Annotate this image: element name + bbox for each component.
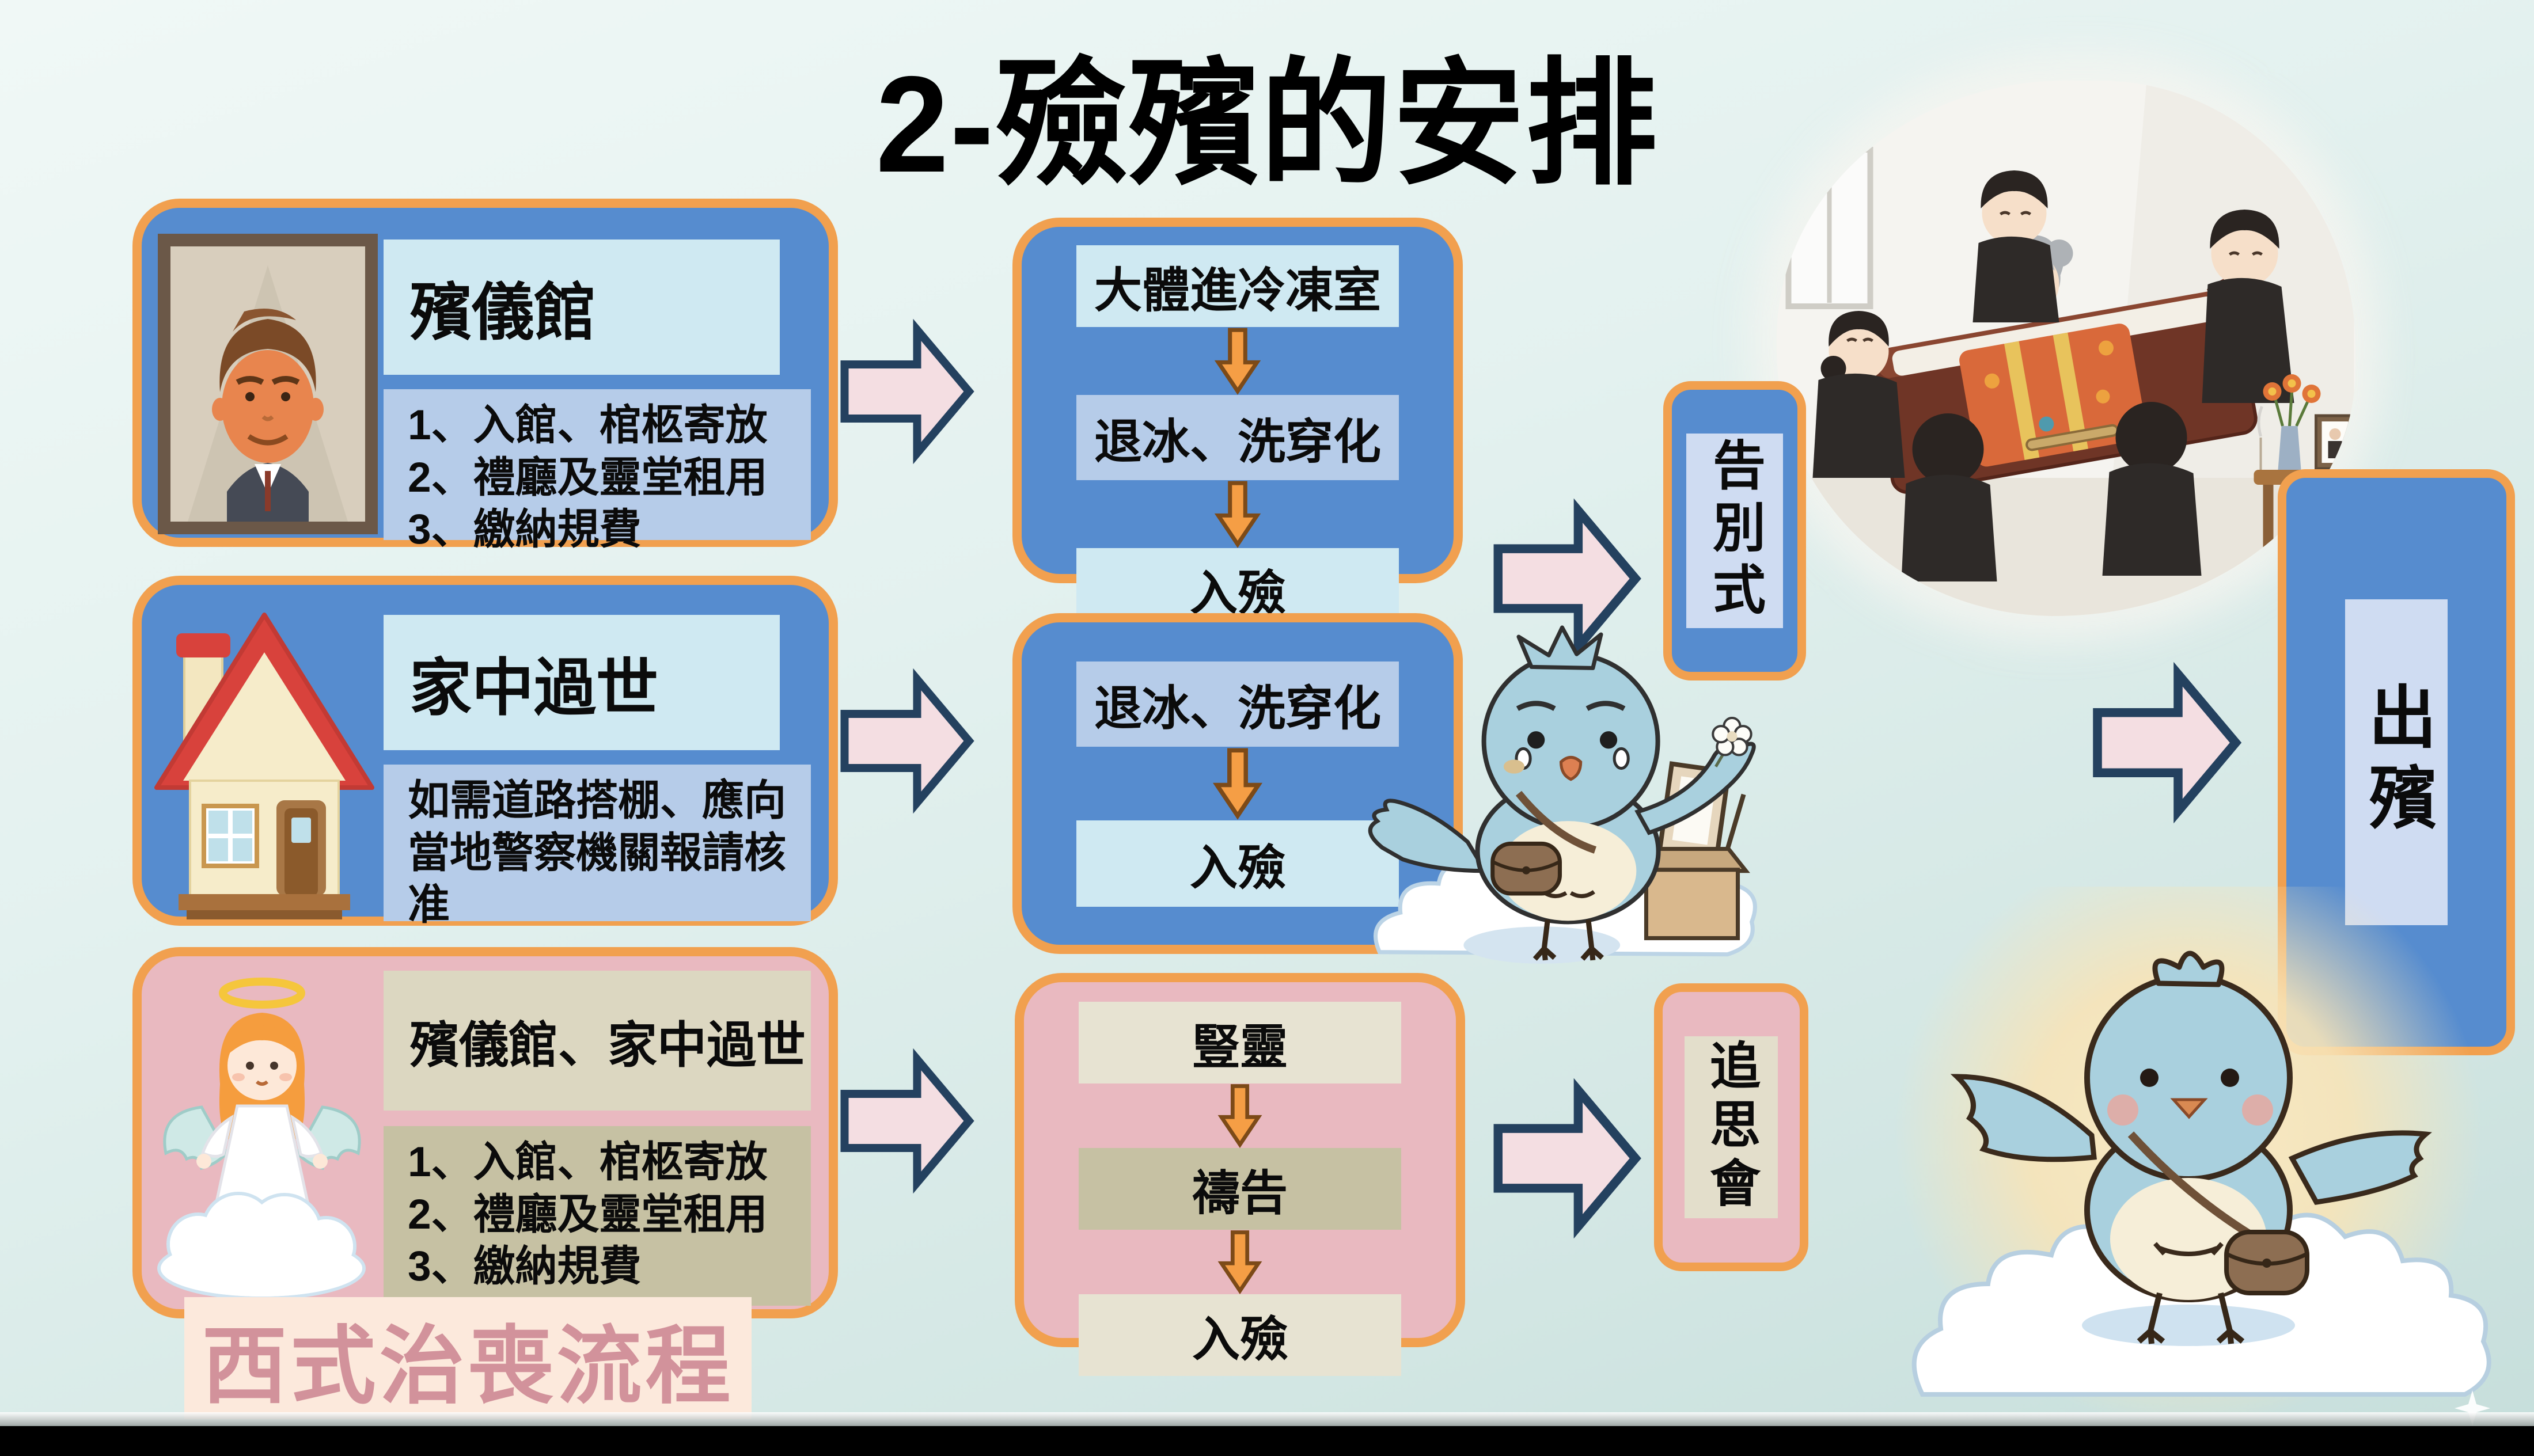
- milestone-memorial-label: 追思會: [1685, 1036, 1778, 1218]
- flow-home: 退冰、洗穿化 入殮: [1012, 613, 1463, 954]
- flow-step: 退冰、洗穿化: [1076, 662, 1399, 747]
- panel-home-death: 家中過世 如需道路搭棚、應向 當地警察機關報請核 准: [132, 576, 838, 928]
- panel-western: 殯儀館、家中過世 1、入館、棺柩寄放 2、禮廳及靈堂租用 3、繳納規費: [132, 947, 838, 1318]
- right-arrow-icon: [836, 314, 977, 472]
- sparkle-icon: [2455, 1390, 2490, 1429]
- flow-step: 退冰、洗穿化: [1076, 395, 1399, 480]
- right-arrow-icon: [2080, 656, 2253, 832]
- footer-sheen: [0, 1412, 2534, 1427]
- down-arrow-icon: [1213, 327, 1262, 395]
- flow-parlor: 大體進冷凍室 退冰、洗穿化 入殮: [1012, 218, 1463, 630]
- footer-banner: 西式治喪流程: [184, 1297, 752, 1419]
- footer-banner-label: 西式治喪流程: [202, 1318, 734, 1414]
- panel-title-parlor: 殯儀館: [384, 240, 780, 375]
- flow-western: 豎靈 禱告 入殮: [1015, 973, 1465, 1376]
- happy-bird-illustration: [1889, 841, 2534, 1428]
- flow-step: 禱告: [1079, 1148, 1401, 1230]
- milestone-procession-label: 出殯: [2345, 599, 2448, 925]
- footer-bar: [0, 1426, 2534, 1456]
- panel-note-home: 如需道路搭棚、應向 當地警察機關報請核 准: [384, 765, 811, 928]
- right-arrow-icon: [836, 1043, 977, 1202]
- milestone-farewell: 告別式: [1663, 381, 1806, 681]
- panel-title-home: 家中過世: [384, 615, 780, 750]
- panel-items-western: 1、入館、棺柩寄放 2、禮廳及靈堂租用 3、繳納規費: [384, 1126, 811, 1306]
- panel-funeral-parlor: 殯儀館 1、入館、棺柩寄放 2、禮廳及靈堂租用 3、繳納規費: [132, 199, 838, 553]
- flow-step: 入殮: [1076, 820, 1399, 907]
- crying-bird-illustration: [1345, 619, 1780, 993]
- panel-title-western: 殯儀館、家中過世: [384, 971, 811, 1111]
- angel-icon: [146, 963, 378, 1306]
- family-farewell-illustration: [1777, 81, 2355, 616]
- page-title: 2-殮殯的安排: [875, 48, 1659, 201]
- house-icon: [149, 598, 380, 921]
- flow-step: 大體進冷凍室: [1076, 245, 1399, 327]
- down-arrow-icon: [1216, 1230, 1264, 1294]
- panel-items-parlor: 1、入館、棺柩寄放 2、禮廳及靈堂租用 3、繳納規費: [384, 389, 811, 553]
- right-arrow-icon: [1490, 492, 1643, 668]
- flow-step: 豎靈: [1079, 1002, 1401, 1084]
- right-arrow-icon: [836, 663, 977, 822]
- down-arrow-icon: [1211, 747, 1264, 820]
- portrait-photo-icon: [158, 234, 378, 534]
- right-arrow-icon: [1490, 1072, 1643, 1248]
- down-arrow-icon: [1213, 480, 1262, 548]
- milestone-farewell-label: 告別式: [1686, 434, 1783, 628]
- milestone-memorial: 追思會: [1654, 983, 1808, 1271]
- flow-step: 入殮: [1079, 1294, 1401, 1376]
- down-arrow-icon: [1216, 1084, 1264, 1148]
